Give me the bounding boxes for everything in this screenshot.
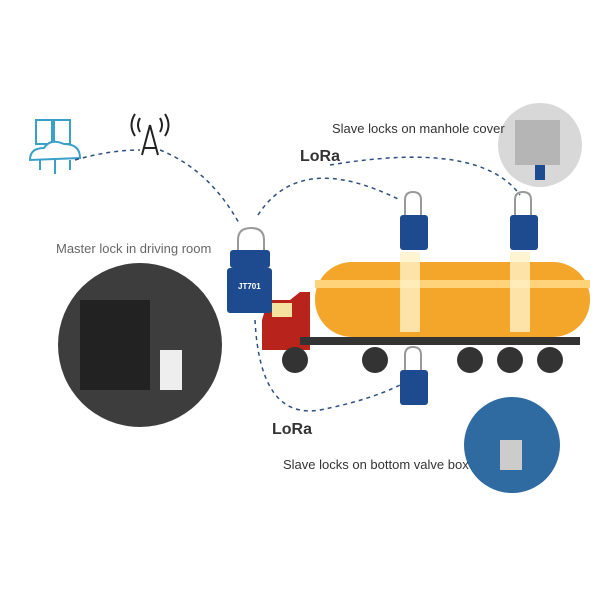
lora-logo-bottom: LoRa xyxy=(272,421,312,438)
cell-tower-icon xyxy=(130,113,170,156)
cloud-server-icon xyxy=(28,119,82,174)
manhole-photo xyxy=(498,103,582,187)
master-lock-photo xyxy=(58,263,222,427)
master-lock-label: Master lock in driving room xyxy=(56,241,212,256)
device-model-label: JT701 xyxy=(238,282,261,291)
lora-logo-top: LoRa xyxy=(300,148,340,165)
link-lines xyxy=(74,149,521,412)
manhole-label: Slave locks on manhole cover xyxy=(332,121,505,136)
master-lock-device xyxy=(227,226,272,313)
slave-lock-devices xyxy=(400,190,538,405)
valve-photo xyxy=(464,397,560,493)
valve-label: Slave locks on bottom valve box xyxy=(283,457,469,472)
tanker-truck xyxy=(262,252,590,373)
